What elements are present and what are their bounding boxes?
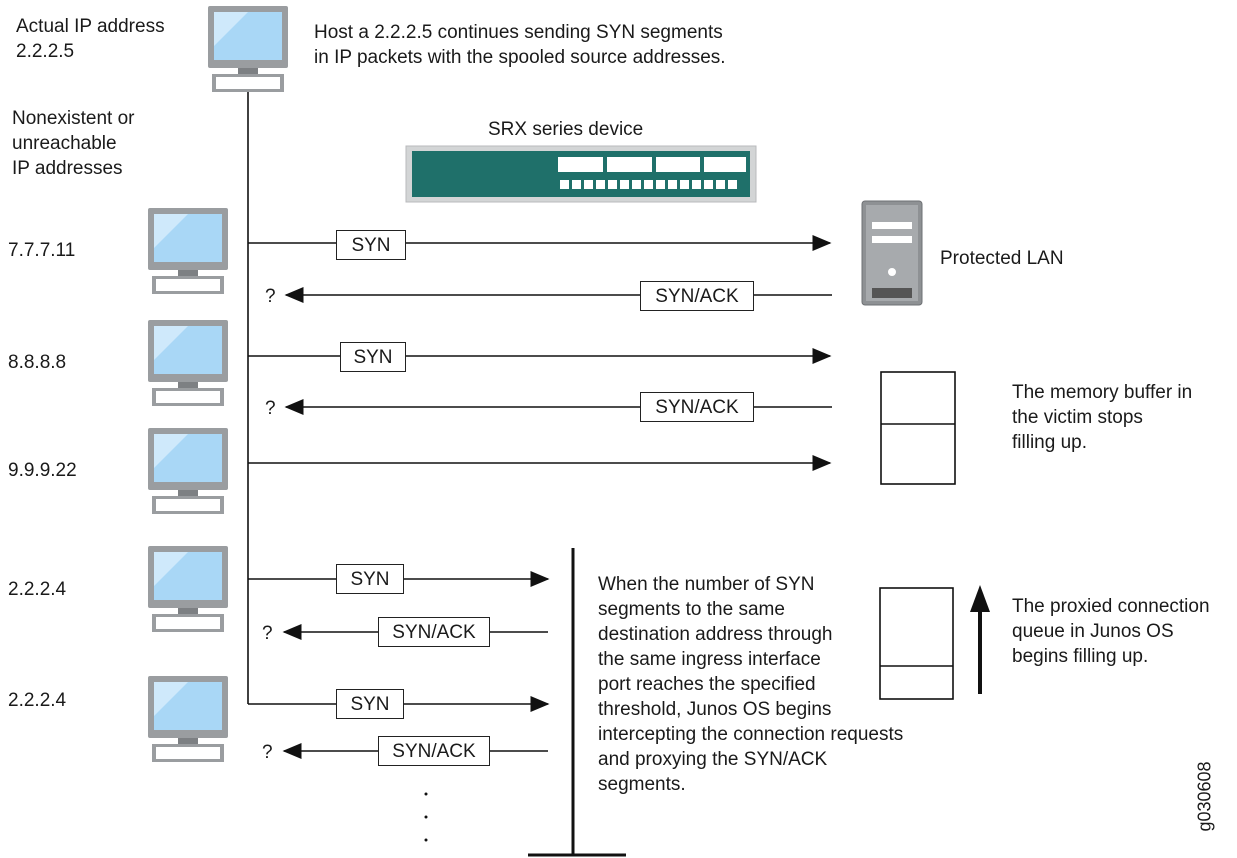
unknown-destination-mark: ? bbox=[262, 623, 273, 644]
host-computer-icon bbox=[148, 676, 228, 762]
unknown-destination-mark: ? bbox=[262, 742, 273, 763]
syn-segment-label: SYN bbox=[336, 564, 404, 594]
proxied-queue-icon bbox=[879, 587, 954, 700]
host-ip-label: 2.2.2.4 bbox=[8, 690, 67, 711]
continuation-dot bbox=[424, 792, 428, 796]
server-icon bbox=[861, 200, 923, 306]
host-computer-icon bbox=[148, 428, 228, 514]
continuation-dot bbox=[424, 838, 428, 842]
attacker-description: Host a 2.2.2.5 continues sending SYN seg… bbox=[314, 22, 726, 68]
host-computer-icon bbox=[148, 208, 228, 294]
continuation-dot bbox=[424, 815, 428, 819]
synack-segment-label: SYN/ACK bbox=[640, 281, 754, 311]
protected-lan-label: Protected LAN bbox=[940, 248, 1064, 269]
host-ip-label: 2.2.2.4 bbox=[8, 579, 67, 600]
host-ip-label: 7.7.7.11 bbox=[8, 240, 76, 261]
synack-segment-label: SYN/ACK bbox=[640, 392, 754, 422]
host-computer-icon bbox=[148, 546, 228, 632]
syn-segment-label: SYN bbox=[336, 230, 406, 260]
srx-device-icon bbox=[405, 145, 757, 203]
synack-segment-label: SYN/ACK bbox=[378, 736, 490, 766]
attacker-computer-icon bbox=[208, 6, 288, 92]
junos-threshold-note: When the number of SYN segments to the s… bbox=[598, 574, 904, 795]
proxied-queue-note: The proxied connection queue in Junos OS… bbox=[1012, 596, 1210, 667]
syn-segment-label: SYN bbox=[336, 689, 404, 719]
syn-segment-label: SYN bbox=[340, 342, 406, 372]
unknown-destination-mark: ? bbox=[265, 398, 276, 419]
spoofed-addresses-heading: Nonexistent or unreachable IP addresses bbox=[12, 108, 135, 179]
host-ip-label: 9.9.9.22 bbox=[8, 460, 77, 481]
device-label: SRX series device bbox=[488, 119, 644, 140]
host-ip-label: 8.8.8.8 bbox=[8, 352, 67, 373]
memory-buffer-icon bbox=[880, 371, 956, 485]
host-computer-icon bbox=[148, 320, 228, 406]
synack-segment-label: SYN/ACK bbox=[378, 617, 490, 647]
memory-buffer-note: The memory buffer in the victim stops fi… bbox=[1012, 382, 1193, 453]
attacker-ip-label: Actual IP address 2.2.2.5 bbox=[16, 16, 165, 62]
unknown-destination-mark: ? bbox=[265, 286, 276, 307]
